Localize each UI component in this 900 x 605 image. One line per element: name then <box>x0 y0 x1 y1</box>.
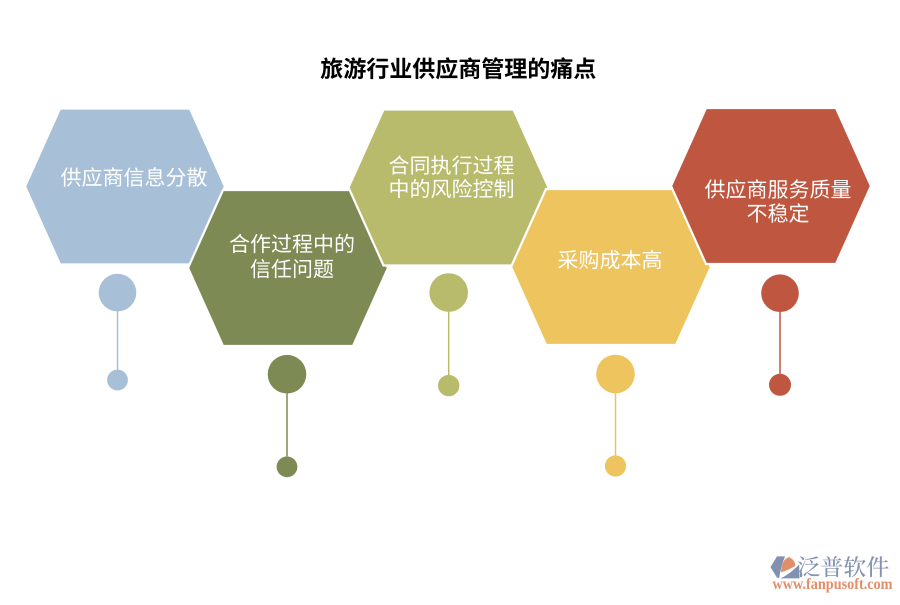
svg-text:www.fanpusoft.com: www.fanpusoft.com <box>773 576 893 593</box>
